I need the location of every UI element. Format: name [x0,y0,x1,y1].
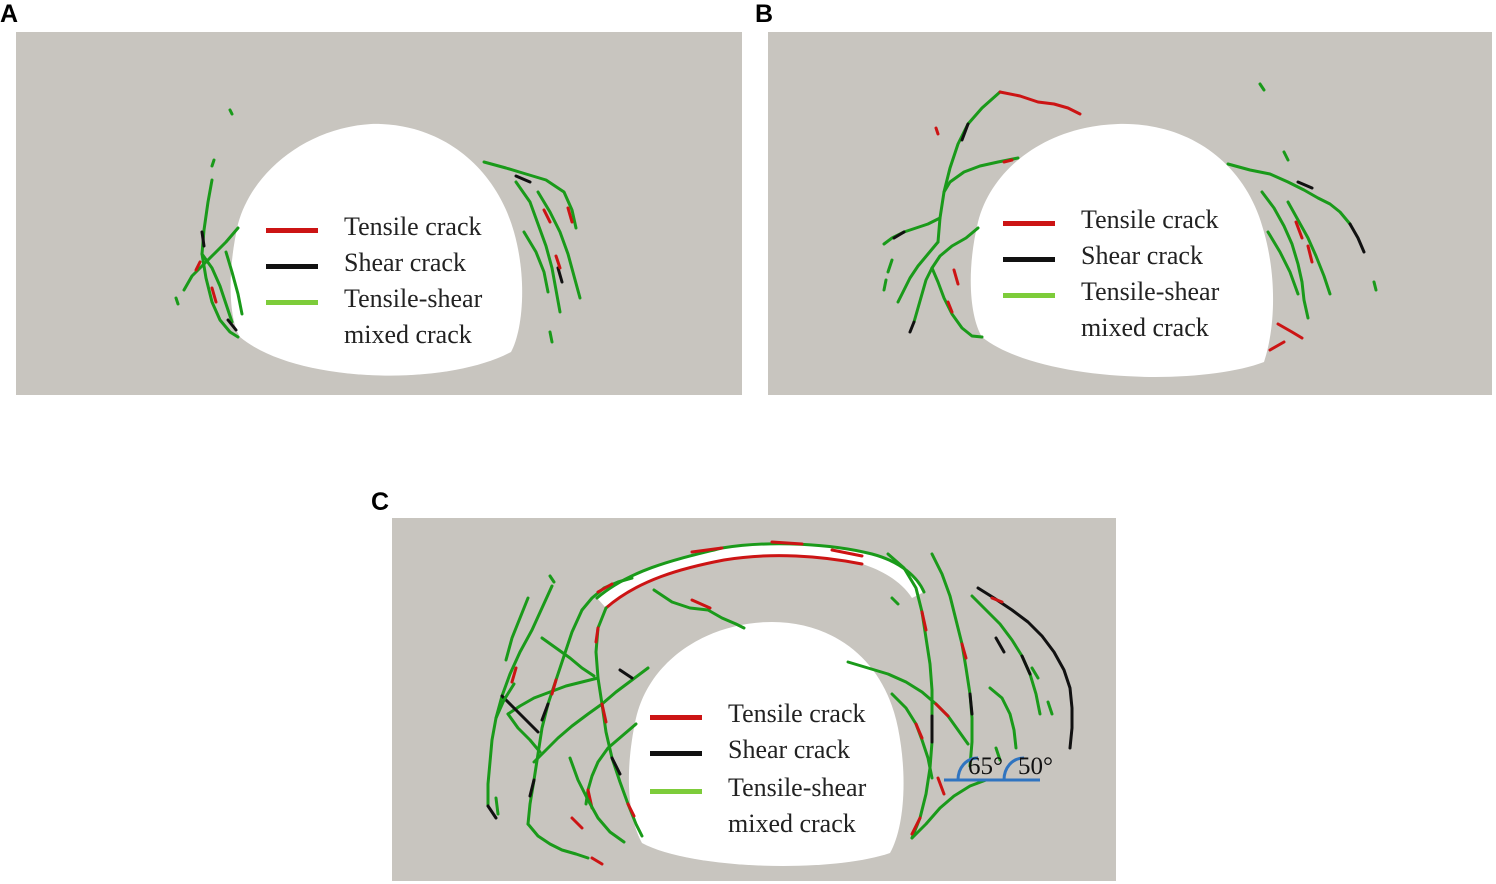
tensile-swatch [650,715,702,720]
legend-mixed-label-line2: mixed crack [728,809,856,838]
angle-label-65: 65° [968,753,1003,780]
angle-label-50: 50° [1018,753,1053,780]
crack-pattern-right [1226,82,1378,352]
legend-tensile-label: Tensile crack [728,699,866,728]
mixed-swatch [1003,293,1055,298]
panel-label-b: B [755,0,774,28]
tensile-swatch [1003,221,1055,226]
tensile-swatch [266,228,318,233]
panel-c-figure [392,518,1116,881]
legend-mixed-label-line1: Tensile-shear [344,284,483,313]
legend-mixed-label-line1: Tensile-shear [728,773,867,802]
tunnel-opening [230,123,523,376]
crack-pattern-left [486,574,650,866]
crack-pattern-left [882,90,1082,339]
shear-swatch [266,264,318,269]
crack-pattern-right [846,552,1074,840]
legend-shear-label: Shear crack [728,735,850,764]
legend-shear-label: Shear crack [344,248,466,277]
legend-mixed-label-line2: mixed crack [1081,313,1209,342]
shear-swatch [650,751,702,756]
mixed-swatch [266,300,318,305]
legend-tensile-label: Tensile crack [1081,205,1219,234]
legend-mixed-label-line2: mixed crack [344,320,472,349]
crack-pattern-left [174,108,244,339]
legend-tensile-label: Tensile crack [344,212,482,241]
tunnel-opening [628,622,904,866]
panel-c: 65° 50° Tensile crack Shear crack Tensil… [392,518,1116,881]
tunnel-opening [970,123,1274,377]
angle-marker [944,756,1040,782]
legend-shear-label: Shear crack [1081,241,1203,270]
panel-label-a: A [0,0,19,28]
panel-b-figure [768,32,1492,395]
panel-label-c: C [371,488,390,516]
crack-pattern-right [482,160,582,344]
mixed-swatch [650,789,702,794]
panel-b: Tensile crack Shear crack Tensile-shear … [768,32,1492,395]
shear-swatch [1003,257,1055,262]
legend-mixed-label-line1: Tensile-shear [1081,277,1220,306]
panel-a: Tensile crack Shear crack Tensile-shear … [16,32,742,395]
panel-a-figure [16,32,742,395]
